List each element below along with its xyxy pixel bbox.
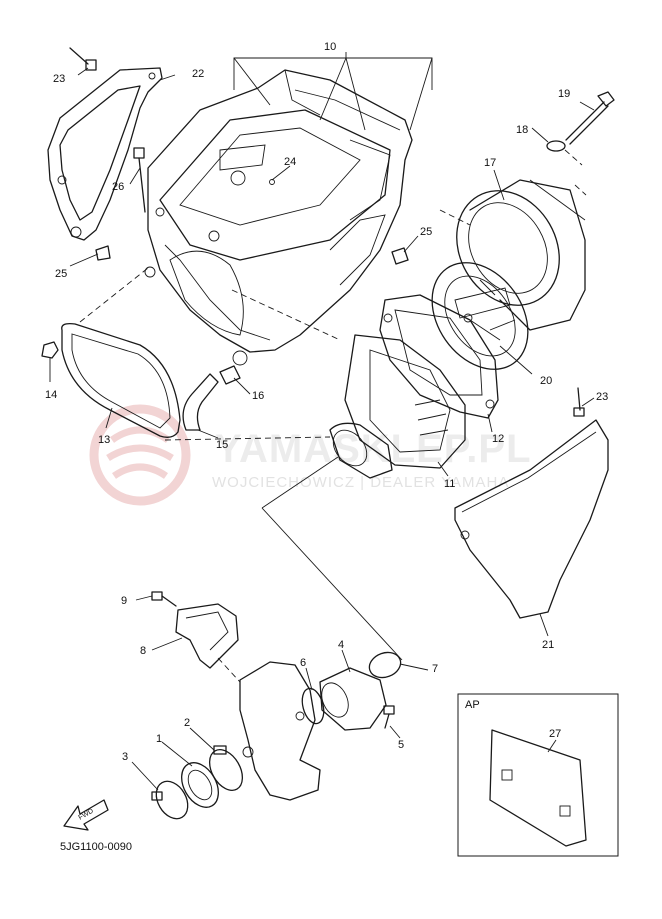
clamp-3: [151, 780, 189, 820]
callout-13: 13: [98, 434, 110, 446]
bolt-19: [565, 91, 615, 145]
washer-18: [546, 140, 566, 152]
callout-4: 4: [338, 639, 344, 651]
nut-14: [41, 341, 59, 359]
callout-21: 21: [542, 639, 554, 651]
bolt-26: [133, 147, 146, 213]
clip-25-left: [95, 245, 111, 261]
joint-1: [181, 762, 219, 808]
screw-23-top: [69, 47, 97, 71]
callout-25: 25: [55, 268, 67, 280]
air-filter-17: [456, 179, 586, 331]
callout-1: 1: [156, 733, 162, 745]
callout-15: 15: [216, 439, 228, 451]
callout-16: 16: [252, 390, 264, 402]
filter-guide-20: [431, 262, 529, 370]
callout-20: 20: [540, 375, 552, 387]
screw-23-right: [573, 387, 585, 417]
carburetor-body: [217, 657, 321, 801]
watermark-sub-text: WOJCIECHOWICZ | DEALER YAMAHA: [212, 474, 509, 491]
callout-22: 22: [192, 68, 204, 80]
callout-9: 9: [121, 595, 127, 607]
side-cover-22: [47, 67, 163, 241]
watermark: YAMASKLEP.PL WOJCIECHOWICZ | DEALER YAMA…: [89, 404, 531, 506]
callout-18: 18: [516, 124, 528, 136]
diagram-code: 5JG1100-0090: [60, 841, 132, 853]
side-cover-21: [454, 419, 609, 619]
carb-joint-4: [319, 667, 387, 731]
fwd-arrow: FWD: [63, 799, 109, 831]
ring-6: [301, 687, 325, 725]
callout-27: 27: [549, 728, 561, 740]
inset-label: AP: [465, 699, 480, 711]
callout-25: 25: [420, 226, 432, 238]
holder-12: [379, 294, 499, 419]
air-joint-11: [329, 334, 466, 479]
bolt-5: [383, 705, 395, 729]
callout-19: 19: [558, 88, 570, 100]
inset-box-ap: AP: [457, 693, 619, 857]
callout-11: 11: [444, 478, 455, 490]
air-box-10: [144, 69, 413, 366]
clamp-7: [368, 651, 402, 679]
callout-7: 7: [432, 663, 438, 675]
callout-2: 2: [184, 717, 190, 729]
callout-5: 5: [398, 739, 404, 751]
hose-15: [182, 373, 219, 431]
callout-26: 26: [112, 181, 124, 193]
callout-12: 12: [492, 433, 504, 445]
callout-23: 23: [596, 391, 608, 403]
bolt-9: [151, 591, 177, 607]
callout-10: 10: [324, 41, 336, 53]
callout-6: 6: [300, 657, 306, 669]
callout-3: 3: [122, 751, 128, 763]
clamp-2: [208, 745, 244, 791]
bracket-8: [175, 603, 239, 669]
callout-8: 8: [140, 645, 146, 657]
callout-23: 23: [53, 73, 65, 85]
callout-17: 17: [484, 157, 496, 169]
clip-25-right: [391, 247, 409, 265]
callout-14: 14: [45, 389, 57, 401]
callout-numbers: 1022231918172426252514131615201211232198…: [45, 41, 608, 763]
clamp-16: [219, 365, 241, 385]
gasket-13: [61, 322, 181, 438]
leader-lines: [49, 67, 595, 791]
callout-24: 24: [284, 156, 296, 168]
